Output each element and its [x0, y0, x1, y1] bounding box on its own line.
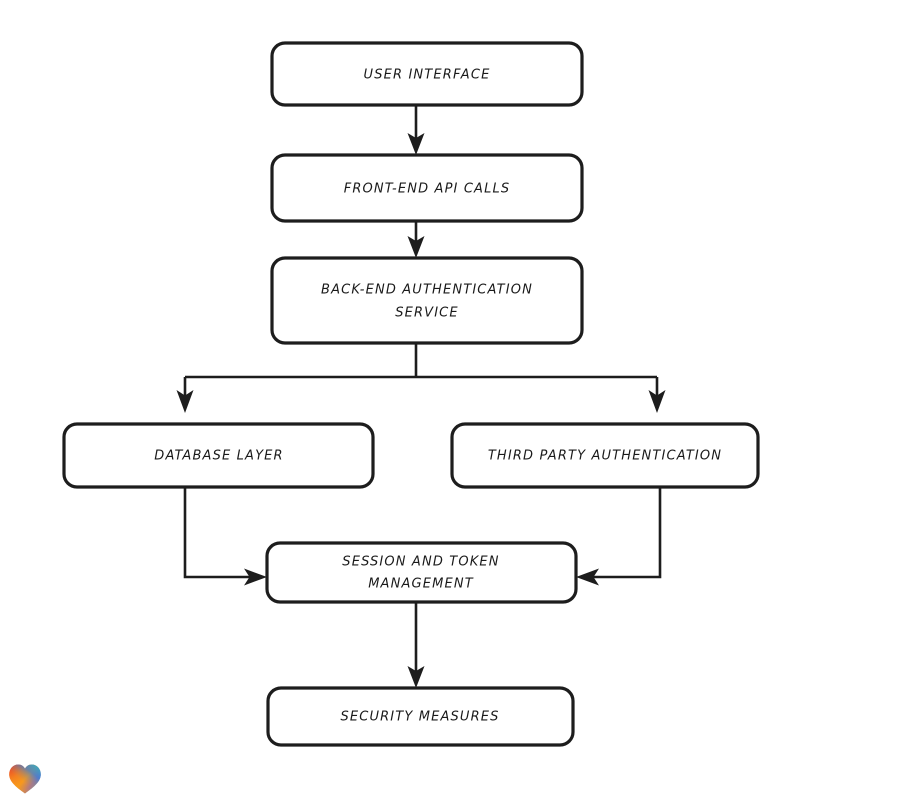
edge-front-end-api-calls-to-back-end-auth	[407, 221, 425, 258]
node-session-token-shape[interactable]	[265, 541, 578, 604]
node-database-layer-shape[interactable]	[62, 422, 375, 489]
node-third-party-auth-label: THIRD PARTY AUTHENTICATION	[488, 449, 722, 464]
edge-session-token-to-security-measures	[407, 602, 425, 688]
edge-third-party-auth-to-session-token	[576, 487, 662, 586]
node-session-token-label-line2: MANAGEMENT	[368, 577, 474, 592]
heart-icon	[9, 764, 41, 794]
node-front-end-api-calls[interactable]: FRONT-END API CALLS	[270, 153, 584, 223]
edge-database-layer-to-session-token	[183, 487, 267, 586]
node-session-token[interactable]: SESSION AND TOKEN MANAGEMENT	[265, 541, 578, 604]
edge-user-interface-to-front-end-api-calls	[407, 105, 425, 155]
node-back-end-auth-shape[interactable]	[270, 256, 584, 345]
node-user-interface[interactable]: USER INTERFACE	[270, 41, 584, 107]
node-database-layer[interactable]: DATABASE LAYER	[62, 422, 375, 489]
node-third-party-auth-shape[interactable]	[450, 422, 760, 489]
node-security-measures-shape[interactable]	[266, 686, 575, 747]
node-third-party-auth[interactable]: THIRD PARTY AUTHENTICATION	[450, 422, 760, 489]
node-database-layer-label: DATABASE LAYER	[154, 449, 283, 464]
node-front-end-api-calls-label: FRONT-END API CALLS	[344, 182, 511, 197]
node-back-end-auth-label-line2: SERVICE	[395, 306, 459, 321]
node-front-end-api-calls-shape[interactable]	[270, 153, 584, 223]
edge-back-end-auth-branch	[176, 343, 666, 413]
node-back-end-auth-label-line1: BACK-END AUTHENTICATION	[321, 283, 533, 298]
node-user-interface-shape[interactable]	[270, 41, 584, 107]
node-session-token-label-line1: SESSION AND TOKEN	[342, 555, 499, 570]
node-back-end-auth[interactable]: BACK-END AUTHENTICATION SERVICE	[270, 256, 584, 345]
connectors-group	[176, 105, 666, 688]
node-user-interface-label: USER INTERFACE	[364, 68, 491, 83]
node-security-measures-label: SECURITY MEASURES	[340, 710, 499, 725]
node-security-measures[interactable]: SECURITY MEASURES	[266, 686, 575, 747]
